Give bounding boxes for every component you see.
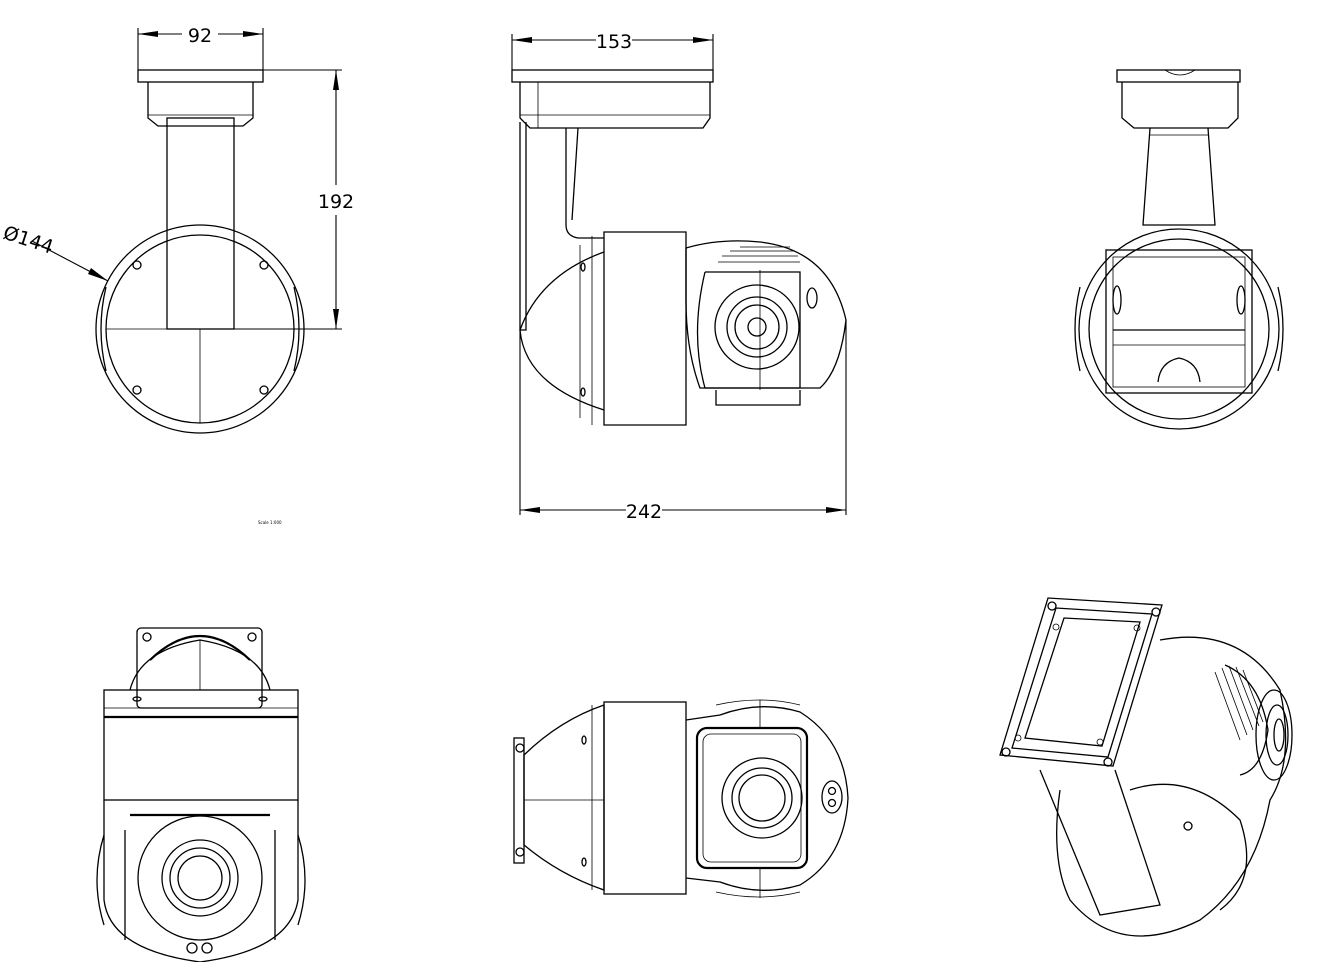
top-view: [513, 699, 849, 898]
rear-view: [1074, 69, 1284, 430]
dim-depth-top: 153: [596, 31, 632, 53]
isometric-view: [999, 597, 1293, 937]
side-view: 153 242: [511, 28, 847, 523]
dim-total-width: 242: [626, 501, 662, 523]
scale-note: Scale 1:000: [258, 520, 282, 525]
dim-diameter: Ø144: [0, 222, 56, 259]
dim-width-top: 92: [188, 25, 212, 47]
lens-front-view: [96, 627, 306, 962]
dim-height: 192: [318, 191, 354, 213]
front-view: 92 192 Ø144 Scale 1:000: [0, 22, 354, 525]
